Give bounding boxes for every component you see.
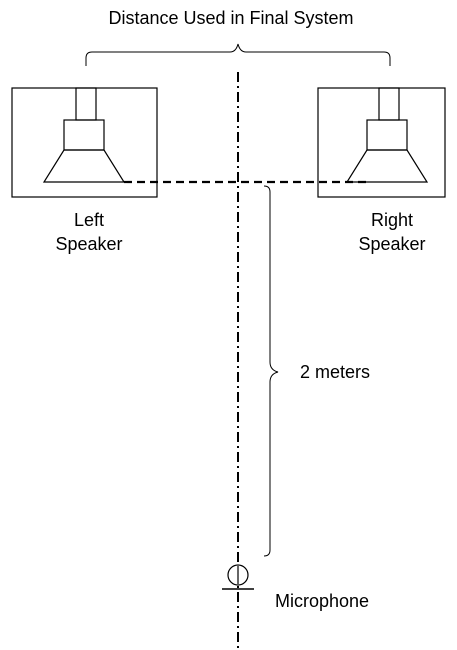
right-speaker-icon xyxy=(317,87,446,198)
left-speaker-icon xyxy=(11,87,158,198)
top-span-brace xyxy=(85,43,391,66)
right-speaker-label-line1: Right xyxy=(370,210,414,230)
distance-brace xyxy=(263,185,279,557)
distance-label: 2 meters xyxy=(300,362,371,382)
microphone-label: Microphone xyxy=(275,591,370,611)
right-speaker-label-line2: Speaker xyxy=(358,234,426,254)
microphone-icon xyxy=(222,564,254,590)
diagram-title: Distance Used in Final System xyxy=(108,8,354,28)
left-speaker-label-line1: Left xyxy=(73,210,105,230)
left-speaker-label-line2: Speaker xyxy=(55,234,123,254)
